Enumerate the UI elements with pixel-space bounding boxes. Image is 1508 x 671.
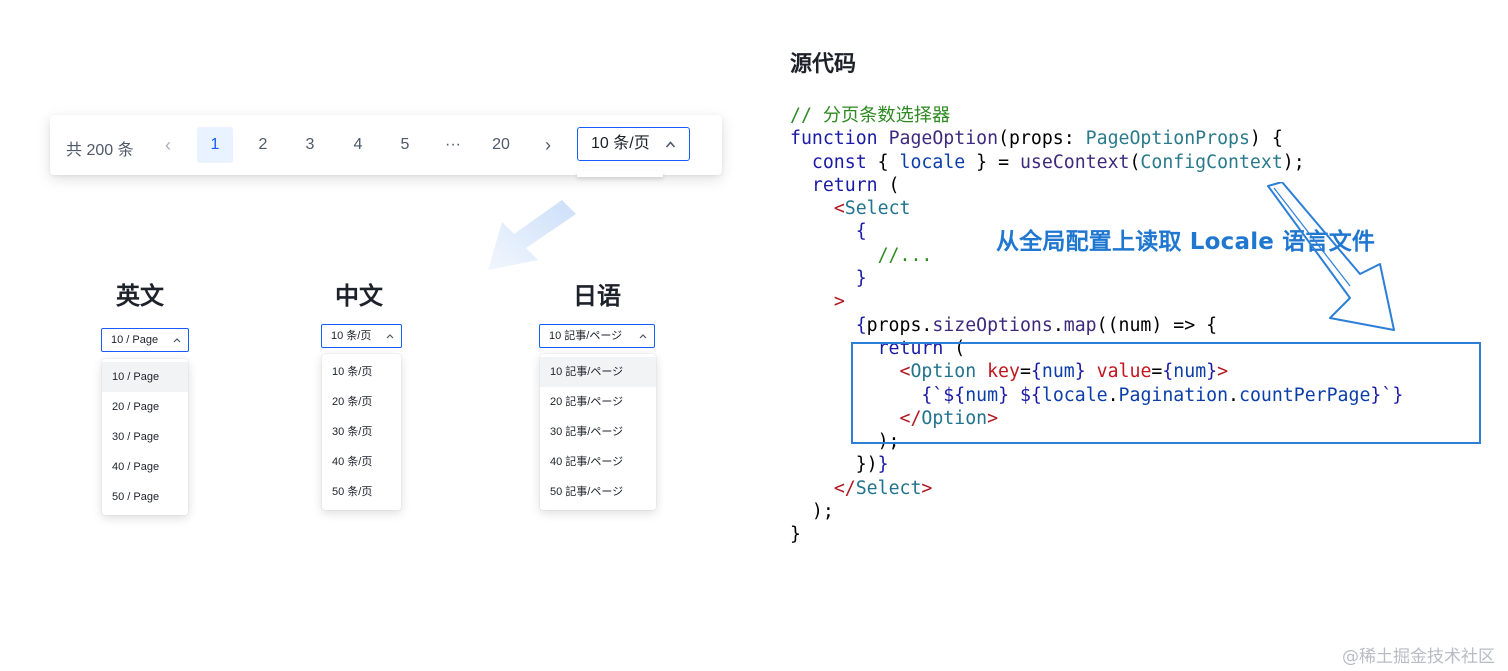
code-heading: 源代码 — [790, 52, 857, 77]
chinese-option[interactable]: 50 条/页 — [332, 486, 373, 498]
hand-drawn-arrow-icon — [1267, 182, 1395, 331]
japanese-option[interactable]: 30 記事/ページ — [550, 426, 624, 438]
japanese-select-value: 10 記事/ページ — [549, 330, 623, 342]
chevron-up-icon — [665, 128, 676, 172]
japanese-option[interactable]: 10 記事/ページ — [540, 357, 656, 387]
page-button-4[interactable]: 4 — [353, 136, 363, 153]
prev-page-button[interactable]: ‹ — [165, 135, 171, 155]
page-button-5[interactable]: 5 — [400, 136, 410, 153]
locale-title-english: 英文 — [116, 282, 164, 310]
pagination-total: 共 200 条 — [66, 142, 134, 159]
english-options-menu: 10 / Page 20 / Page 30 / Page 40 / Page … — [102, 359, 188, 515]
annotation-text: 从全局配置上读取 Locale 语言文件 — [996, 229, 1376, 255]
highlight-box — [851, 342, 1481, 444]
locale-title-chinese: 中文 — [335, 282, 383, 310]
page-button-1[interactable]: 1 — [197, 127, 233, 163]
english-page-size-select[interactable]: 10 / Page — [101, 328, 189, 352]
japanese-page-size-select[interactable]: 10 記事/ページ — [539, 324, 655, 348]
watermark: @稀土掘金技术社区 — [1342, 647, 1495, 667]
chinese-options-menu: 10 条/页 20 条/页 30 条/页 40 条/页 50 条/页 — [322, 354, 401, 510]
english-option[interactable]: 40 / Page — [112, 461, 160, 473]
page-size-value: 10 条/页 — [591, 135, 650, 152]
japanese-option[interactable]: 20 記事/ページ — [550, 396, 624, 408]
chinese-option[interactable]: 30 条/页 — [332, 426, 373, 438]
page-button-3[interactable]: 3 — [305, 136, 315, 153]
locale-title-japanese: 日语 — [573, 282, 621, 310]
japanese-option[interactable]: 40 記事/ページ — [550, 456, 624, 468]
dropdown-edge — [577, 171, 663, 177]
chinese-option[interactable]: 20 条/页 — [332, 396, 373, 408]
english-option[interactable]: 20 / Page — [112, 401, 160, 413]
english-option[interactable]: 50 / Page — [112, 491, 160, 503]
page-ellipsis-button[interactable]: ··· — [445, 136, 461, 153]
japanese-options-menu: 10 記事/ページ 20 記事/ページ 30 記事/ページ 40 記事/ページ … — [540, 354, 656, 510]
page-button-20[interactable]: 20 — [492, 136, 510, 153]
english-select-value: 10 / Page — [111, 334, 159, 346]
chevron-up-icon — [173, 329, 181, 359]
japanese-option[interactable]: 50 記事/ページ — [550, 486, 624, 498]
chevron-up-icon — [386, 325, 394, 355]
english-option[interactable]: 30 / Page — [112, 431, 160, 443]
page-size-select[interactable]: 10 条/页 — [577, 127, 690, 161]
pagination-bar: 共 200 条 ‹ 1 2 3 4 5 ··· 20 › 10 条/页 — [50, 115, 722, 177]
chinese-option[interactable]: 10 条/页 — [332, 366, 373, 378]
down-left-arrow-icon — [488, 200, 576, 270]
next-page-button[interactable]: › — [545, 135, 551, 155]
chinese-select-value: 10 条/页 — [331, 330, 372, 342]
chinese-option[interactable]: 40 条/页 — [332, 456, 373, 468]
english-option[interactable]: 10 / Page — [102, 362, 188, 392]
page-button-2[interactable]: 2 — [258, 136, 268, 153]
chinese-page-size-select[interactable]: 10 条/页 — [321, 324, 402, 348]
chevron-up-icon — [639, 325, 647, 355]
